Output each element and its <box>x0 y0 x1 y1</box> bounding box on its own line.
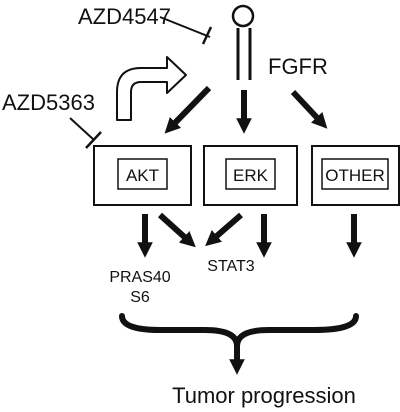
feedback-arrow <box>116 56 187 121</box>
stat3-label: STAT3 <box>207 258 255 275</box>
azd4547-label: AZD4547 <box>78 4 171 29</box>
arrow-fgfr-to-akt <box>164 85 212 134</box>
other-label: OTHER <box>325 166 385 185</box>
azd5363-inhibition-line <box>69 117 102 149</box>
other-box: OTHER <box>311 145 400 206</box>
tumor-progression-label: Tumor progression <box>172 383 356 408</box>
arrow-akt-to-stat3 <box>157 212 196 248</box>
fgfr-label: FGFR <box>268 54 328 79</box>
fgfr-receptor <box>231 4 255 80</box>
converging-brace <box>119 313 359 349</box>
pras40-label: PRAS40 <box>109 269 170 286</box>
azd5363-label: AZD5363 <box>2 90 95 115</box>
akt-label: AKT <box>126 166 159 185</box>
arrow-erk-to-stat3 <box>205 212 243 247</box>
s6-label: S6 <box>130 289 150 306</box>
erk-box: ERK <box>203 145 298 206</box>
akt-box: AKT <box>93 145 192 206</box>
arrow-fgfr-to-other <box>290 89 328 129</box>
azd4547-inhibition-line <box>159 16 213 45</box>
erk-label: ERK <box>233 166 269 185</box>
